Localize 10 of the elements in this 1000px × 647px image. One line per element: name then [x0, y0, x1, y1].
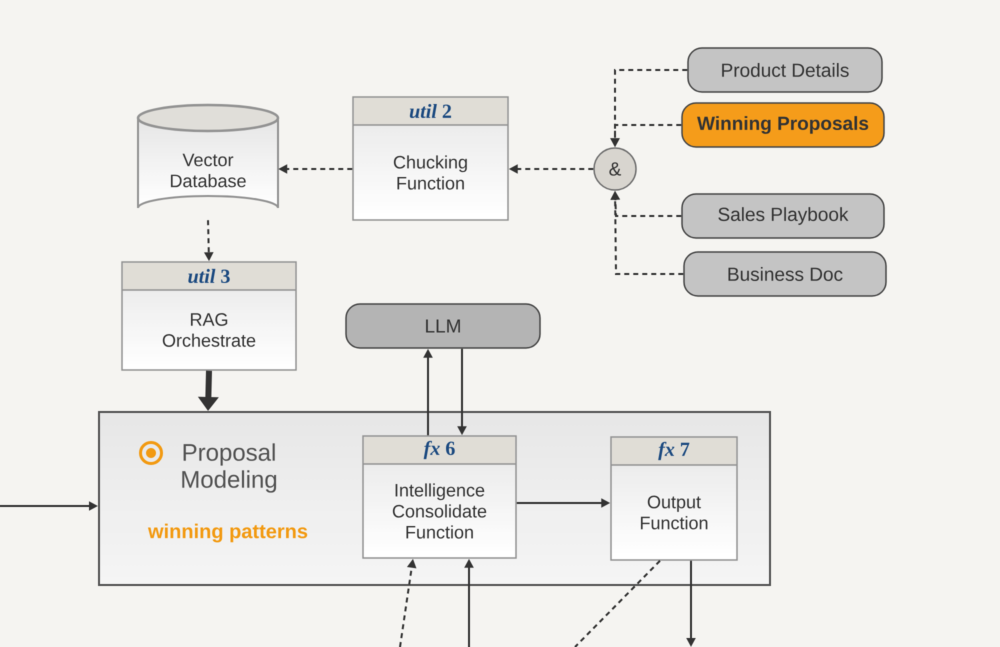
function-box: fx 6 Intelligence Consolidate Function	[362, 435, 517, 559]
source-pill: Winning Proposals	[681, 102, 885, 148]
function-box: util 2 Chucking Function	[352, 96, 509, 221]
function-box: util 3 RAG Orchestrate	[121, 261, 297, 371]
source-pill: Sales Playbook	[681, 193, 885, 239]
function-box: fx 7 Output Function	[610, 436, 738, 561]
source-pill: Business Doc	[683, 251, 887, 297]
source-pill: Product Details	[687, 47, 883, 93]
database-cylinder: Vector Database	[136, 104, 280, 209]
source-pill: LLM	[345, 303, 541, 349]
